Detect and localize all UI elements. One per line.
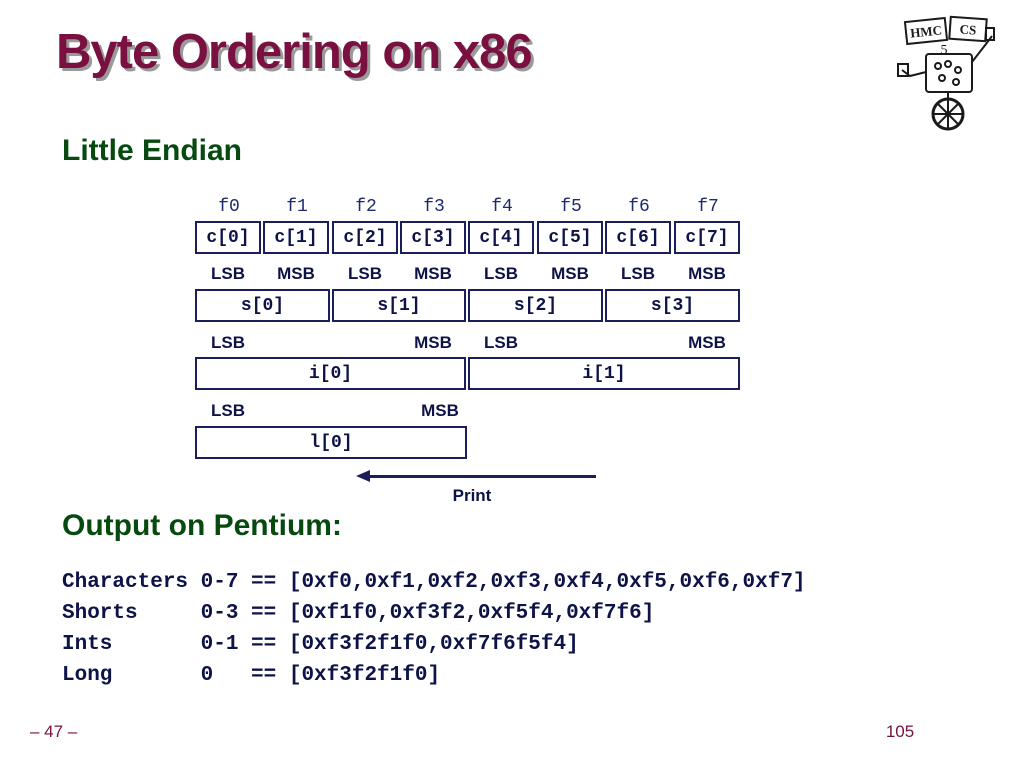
slide-number: 105 — [885, 722, 915, 741]
lsb-label: LSB — [484, 333, 518, 352]
logo-text-left: HMC — [909, 22, 942, 40]
lsb-label: LSB — [621, 264, 655, 283]
address-label: f6 — [628, 197, 650, 217]
char-cell: c[3] — [400, 221, 466, 254]
char-cell: c[7] — [674, 221, 740, 254]
address-label: f5 — [560, 197, 582, 217]
msb-label: MSB — [414, 264, 452, 283]
output-heading: Output on Pentium: — [62, 509, 342, 542]
lsb-label: LSB — [348, 264, 382, 283]
slide-footer-page: – 47 – — [30, 722, 78, 741]
output-line-characters: Characters 0-7 == [0xf0,0xf1,0xf2,0xf3,0… — [62, 571, 806, 594]
address-label: f7 — [697, 197, 719, 217]
logo-text-right: CS — [959, 21, 977, 37]
lsb-label: LSB — [211, 401, 245, 420]
address-label: f1 — [286, 197, 308, 217]
char-cell: c[4] — [468, 221, 534, 254]
lsb-label: LSB — [484, 264, 518, 283]
print-direction-arrow — [368, 475, 596, 478]
char-cell: c[0] — [195, 221, 261, 254]
short-cell: s[0] — [195, 289, 330, 322]
int-cell: i[0] — [195, 357, 466, 390]
msb-label: MSB — [421, 401, 459, 420]
msb-label: MSB — [688, 333, 726, 352]
int-cell: i[1] — [468, 357, 740, 390]
little-endian-heading: Little Endian — [62, 134, 242, 167]
msb-label: MSB — [277, 264, 315, 283]
print-label: Print — [452, 486, 492, 505]
short-cell: s[2] — [468, 289, 603, 322]
lsb-label: LSB — [211, 264, 245, 283]
char-cell: c[5] — [537, 221, 603, 254]
msb-label: MSB — [688, 264, 726, 283]
address-label: f3 — [423, 197, 445, 217]
logo-digit: 5 — [941, 43, 948, 58]
address-label: f2 — [355, 197, 377, 217]
long-cell: l[0] — [195, 426, 467, 459]
output-line-shorts: Shorts 0-3 == [0xf1f0,0xf3f2,0xf5f4,0xf7… — [62, 602, 655, 625]
short-cell: s[1] — [332, 289, 466, 322]
arrow-head-icon — [356, 470, 370, 482]
address-label: f4 — [491, 197, 513, 217]
msb-label: MSB — [551, 264, 589, 283]
lsb-label: LSB — [211, 333, 245, 352]
robot-mascot-icon: HMC CS 5 — [897, 15, 995, 131]
address-label: f0 — [218, 197, 240, 217]
slide-title: Byte Ordering on x86 — [56, 25, 533, 79]
char-cell: c[1] — [263, 221, 329, 254]
msb-label: MSB — [414, 333, 452, 352]
output-line-long: Long 0 == [0xf3f2f1f0] — [62, 664, 441, 687]
short-cell: s[3] — [605, 289, 740, 322]
char-cell: c[6] — [605, 221, 671, 254]
output-line-ints: Ints 0-1 == [0xf3f2f1f0,0xf7f6f5f4] — [62, 633, 579, 656]
char-cell: c[2] — [332, 221, 398, 254]
